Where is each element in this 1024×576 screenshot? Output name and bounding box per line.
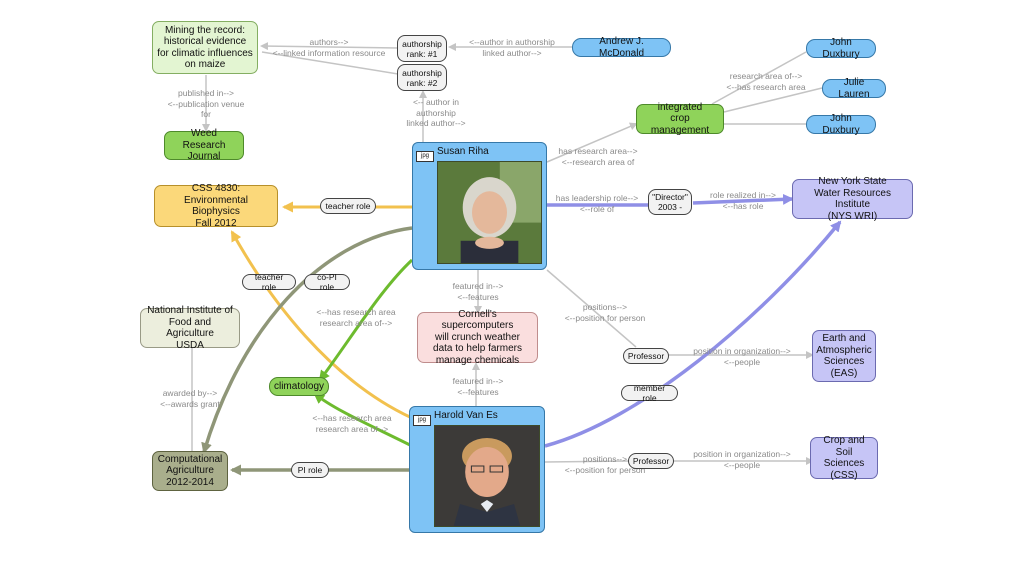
edge-harold-climatology xyxy=(313,392,413,448)
edge-integrated-to-john1 xyxy=(711,51,807,105)
edge-director-nyswri xyxy=(692,193,794,205)
node-nys-wri[interactable]: New York State Water Resources Institute… xyxy=(792,176,913,222)
node-mining-the-record[interactable]: Mining the record: historical evidence f… xyxy=(152,21,258,74)
pill-teacher-role-1[interactable]: teacher role xyxy=(320,198,376,214)
edge-label-authors: authors--> <--linked information resourc… xyxy=(272,37,386,58)
edge-susan-to-integrated xyxy=(546,122,638,163)
node-susan-riha[interactable]: jpg Susan Riha xyxy=(412,142,547,270)
person-name-harold: Harold Van Es xyxy=(434,410,498,421)
node-julie-lauren[interactable]: Julie Lauren xyxy=(822,77,886,100)
edge-label-featured-in-2: featured in--> <--features xyxy=(452,376,504,397)
edge-label-research-area-of: research area of--> <--has research area xyxy=(726,71,806,92)
edge-authorship2-to-mining xyxy=(261,51,399,75)
node-nifa-usda[interactable]: National Institute of Food and Agricultu… xyxy=(140,305,240,351)
node-weed-research-journal[interactable]: Weed Research Journal xyxy=(164,128,244,162)
edge-label-positions-1: positions--> <--position for person xyxy=(564,302,646,323)
edge-label-author-in-authorship-2: <-- author in authorship linked author--… xyxy=(406,97,466,128)
node-eas[interactable]: Earth and Atmospheric Sciences (EAS) xyxy=(812,330,876,382)
edge-label-has-research-area-2: <--has research area research area of--> xyxy=(316,307,396,328)
edge-label-role-realized-in: role realized in--> <--has role xyxy=(710,190,776,211)
pill-professor-2[interactable]: Professor xyxy=(628,453,674,469)
node-authorship-rank-2[interactable]: authorship rank: #2 xyxy=(397,64,447,91)
edge-harold-member-nyswri xyxy=(544,220,842,448)
person-name-susan: Susan Riha xyxy=(437,146,489,157)
edge-susan-copi-compag xyxy=(201,226,413,454)
edge-label-awarded-by: awarded by--> <--awards grant xyxy=(160,388,220,409)
edge-harold-teacher-css4830 xyxy=(230,230,413,420)
node-andrew-j-mcdonald[interactable]: Andrew J. McDonald xyxy=(572,36,671,59)
susan-riha-photo xyxy=(437,161,542,264)
node-john-duxbury-2[interactable]: John Duxbury xyxy=(806,113,876,136)
node-integrated-crop-management[interactable]: integrated crop management xyxy=(636,102,724,136)
node-john-duxbury-1[interactable]: John Duxbury xyxy=(806,37,876,60)
pill-professor-1[interactable]: Professor xyxy=(623,348,669,364)
edge-label-has-research-area: has research area--> <--research area of xyxy=(558,146,638,167)
node-cornell-supercomputers[interactable]: Cornell's supercomputers will crunch wea… xyxy=(417,309,538,366)
edge-label-position-in-org-1: position in organization--> <--people xyxy=(693,346,791,367)
pill-co-pi-role[interactable]: co-PI role xyxy=(304,272,350,292)
edge-harold-to-professor2 xyxy=(544,460,631,463)
node-css-4830[interactable]: CSS 4830: Environmental Biophysics Fall … xyxy=(154,183,278,229)
node-computational-agriculture[interactable]: Computational Agriculture 2012-2014 xyxy=(152,451,228,491)
edge-label-author-in-authorship: <--author in authorship linked author--> xyxy=(469,37,555,58)
jpg-badge: jpg xyxy=(416,151,434,162)
node-crop-and-soil-sciences[interactable]: Crop and Soil Sciences (CSS) xyxy=(810,435,878,481)
jpg-badge: jpg xyxy=(413,415,431,426)
edge-integrated-to-julie xyxy=(723,87,823,113)
edge-susan-climatology xyxy=(318,258,414,382)
pill-pi-role[interactable]: PI role xyxy=(291,462,329,478)
node-harold-van-es[interactable]: jpg Harold Van Es xyxy=(409,406,545,533)
node-director-role[interactable]: "Director" 2003 - xyxy=(648,189,692,215)
edge-authorship1-to-mining xyxy=(260,42,399,51)
edge-susan-to-professor1 xyxy=(546,269,637,348)
edge-label-featured-in-1: featured in--> <--features xyxy=(452,281,504,302)
node-authorship-rank-1[interactable]: authorship rank: #1 xyxy=(397,35,447,62)
pill-teacher-role-2[interactable]: teacher role xyxy=(242,272,296,292)
edge-label-published-in: published in--> <--publication venue for xyxy=(167,88,245,119)
pill-member-role[interactable]: member role xyxy=(621,383,678,403)
edge-label-positions-2: positions--> <--position for person xyxy=(564,454,646,475)
edge-label-position-in-org-2: position in organization--> <--people xyxy=(693,449,791,470)
edge-label-has-research-area-3: <--has research area research area of--> xyxy=(312,413,392,434)
harold-van-es-photo xyxy=(434,425,540,527)
edge-label-has-leadership-role: has leadership role--> <--role of xyxy=(555,193,639,214)
node-climatology[interactable]: climatology xyxy=(269,377,329,396)
